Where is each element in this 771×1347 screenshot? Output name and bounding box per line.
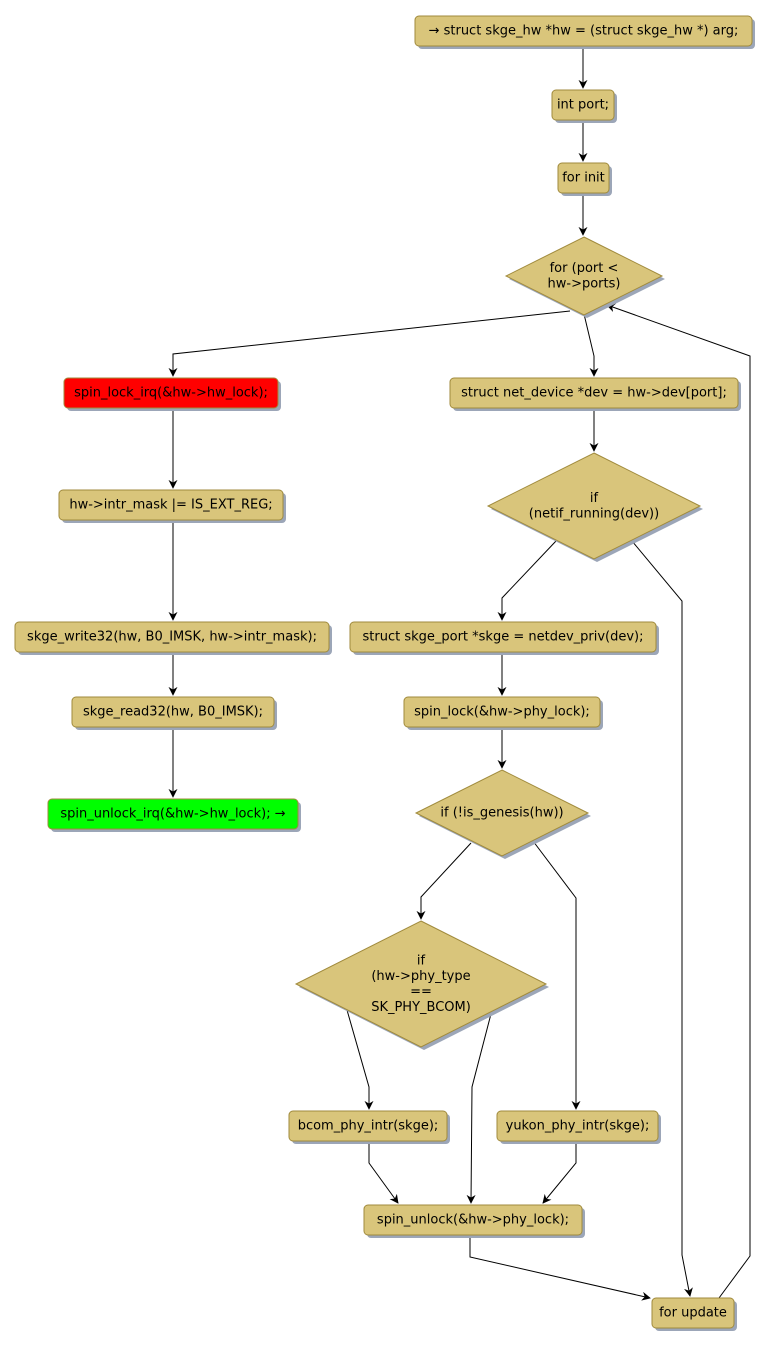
e-ifphy-spinunlock	[466, 1009, 493, 1204]
node-box	[651, 1297, 735, 1329]
node-diamond	[486, 452, 702, 560]
node-label: int port;	[557, 98, 609, 113]
n-if-genesis-node: if (!is_genesis(hw))	[414, 769, 591, 859]
n-skge-node: struct skge_port *skge = netdev_priv(dev…	[349, 621, 659, 655]
node-label: struct skge_port *skge = netdev_priv(dev…	[362, 630, 643, 645]
e-forcond-lockirq	[168, 310, 571, 377]
n-for-update-node: for update	[651, 1297, 737, 1331]
n-spin-unlock-node: spin_unlock(&hw->phy_lock);	[363, 1204, 585, 1238]
node-label: → struct skge_hw *hw = (struct skge_hw *…	[429, 24, 739, 39]
e-yukon-spinunlock	[542, 1141, 577, 1204]
node-box	[363, 1204, 583, 1236]
node-box	[403, 696, 601, 728]
node-label: hw->ports)	[548, 276, 621, 291]
e-forupdate-forcond	[606, 303, 751, 1299]
node-box	[58, 489, 284, 521]
node-box	[47, 798, 299, 830]
n-for-init-node: for init	[557, 162, 612, 196]
n-bcom-node: bcom_phy_intr(skge);	[288, 1110, 450, 1144]
node-label: skge_read32(hw, B0_IMSK);	[83, 705, 263, 720]
node-label: spin_unlock(&hw->phy_lock);	[377, 1213, 569, 1228]
n-if-running-node: if(netif_running(dev))	[486, 452, 703, 562]
node-label: if	[417, 953, 426, 968]
node-diamond	[504, 236, 664, 316]
node-label: spin_lock_irq(&hw->hw_lock);	[74, 386, 268, 401]
node-label: (netif_running(dev))	[529, 506, 659, 521]
n-yukon-node: yukon_phy_intr(skge);	[496, 1110, 661, 1144]
n-if-phy-node: if(hw->phy_type==SK_PHY_BCOM)	[294, 920, 549, 1050]
node-box	[414, 15, 753, 47]
e-ifgenesis-yukon	[532, 840, 581, 1110]
node-box	[63, 377, 279, 409]
e-spinunlock-forupdate	[469, 1235, 651, 1301]
edges	[168, 46, 751, 1301]
node-label: ==	[410, 984, 432, 999]
n-dev-node: struct net_device *dev = hw->dev[port];	[449, 377, 741, 411]
node-box	[14, 621, 330, 653]
node-box	[557, 162, 610, 194]
e-ifphy-bcom	[346, 1009, 374, 1110]
n-entry-node: → struct skge_hw *hw = (struct skge_hw *…	[414, 15, 755, 49]
node-label: (hw->phy_type	[371, 969, 470, 984]
node-box	[288, 1110, 448, 1142]
node-label: spin_unlock_irq(&hw->hw_lock); →	[60, 807, 285, 822]
node-label: for init	[562, 171, 605, 186]
n-spin-lock-node: spin_lock(&hw->phy_lock);	[403, 696, 603, 730]
node-box	[449, 377, 739, 409]
node-label: if	[590, 491, 599, 506]
n-spin-lock-irq-node: spin_lock_irq(&hw->hw_lock);	[63, 377, 281, 411]
e-ifgenesis-ifphy	[416, 842, 472, 920]
e-ifrunning-forupdate	[631, 540, 693, 1297]
node-diamond	[414, 769, 590, 857]
node-label: bcom_phy_intr(skge);	[298, 1119, 439, 1134]
node-label: if (!is_genesis(hw))	[440, 806, 563, 821]
node-box	[496, 1110, 659, 1142]
node-label: for (port <	[550, 261, 619, 276]
node-box	[551, 89, 615, 121]
node-label: spin_lock(&hw->phy_lock);	[414, 705, 590, 720]
node-label: struct net_device *dev = hw->dev[port];	[461, 386, 727, 401]
n-int-port-node: int port;	[551, 89, 617, 123]
e-ifrunning-skge	[497, 540, 557, 621]
n-write32-node: skge_write32(hw, B0_IMSK, hw->intr_mask)…	[14, 621, 332, 655]
node-diamond	[294, 920, 548, 1048]
n-unlock-irq-node: spin_unlock_irq(&hw->hw_lock); →	[47, 798, 301, 832]
n-intr-mask-node: hw->intr_mask |= IS_EXT_REG;	[58, 489, 286, 523]
nodes: → struct skge_hw *hw = (struct skge_hw *…	[14, 15, 755, 1331]
e-bcom-spinunlock	[368, 1141, 399, 1204]
node-label: skge_write32(hw, B0_IMSK, hw->intr_mask)…	[27, 630, 317, 645]
node-box	[349, 621, 657, 653]
node-label: for update	[659, 1306, 727, 1321]
n-for-cond-node: for (port <hw->ports)	[504, 236, 665, 318]
node-label: hw->intr_mask |= IS_EXT_REG;	[69, 498, 272, 513]
e-forcond-dev	[583, 313, 599, 377]
node-label: yukon_phy_intr(skge);	[506, 1119, 650, 1134]
node-box	[71, 696, 275, 728]
n-read32-node: skge_read32(hw, B0_IMSK);	[71, 696, 277, 730]
node-label: SK_PHY_BCOM)	[371, 1000, 471, 1015]
